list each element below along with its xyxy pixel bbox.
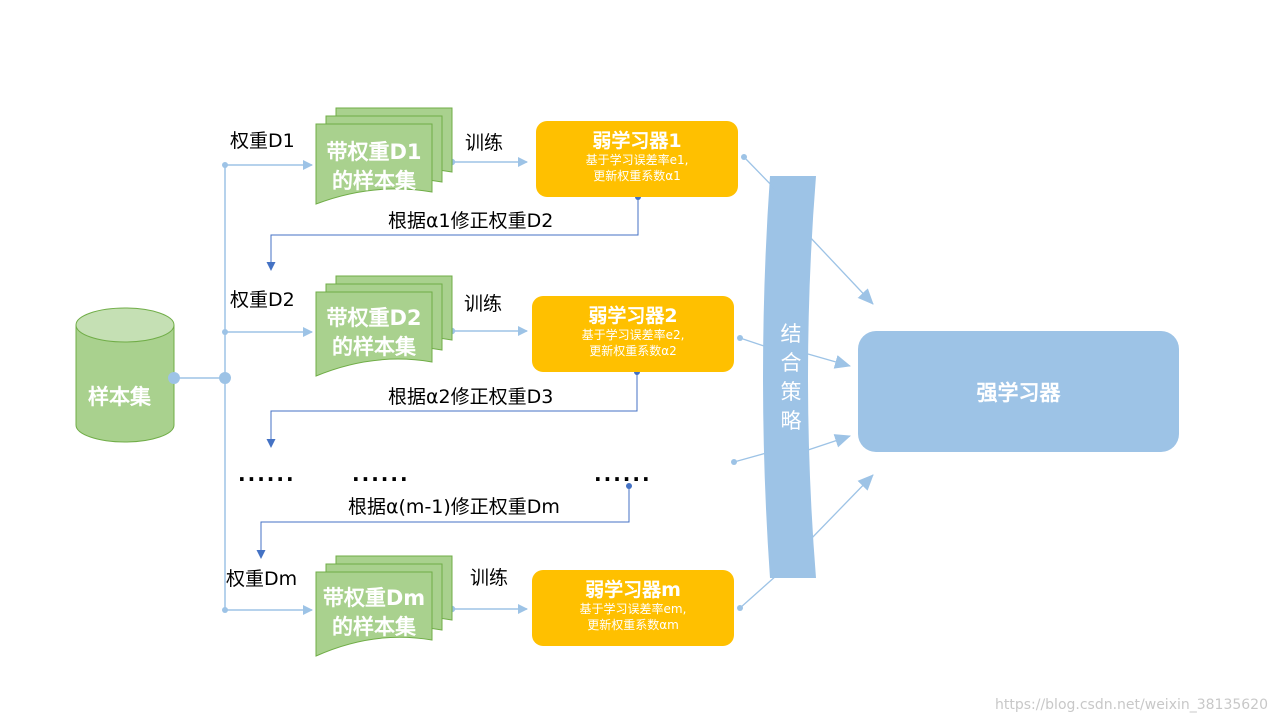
doc-line: 的样本集 bbox=[332, 335, 416, 359]
doc-line: 带权重D1 bbox=[326, 140, 422, 164]
update-label-m: 根据α(m-1)修正权重Dm bbox=[348, 496, 560, 518]
ellipsis-2: ...... bbox=[352, 462, 410, 486]
ellipsis-3: ...... bbox=[594, 462, 652, 486]
weak-learner-2: 弱学习器2 基于学习误差率e2, 更新权重系数α2 bbox=[532, 296, 734, 372]
combine-strategy-label: 结 合 策 略 bbox=[776, 320, 806, 436]
combine-char: 结 bbox=[780, 322, 802, 346]
distribution-lines bbox=[174, 160, 313, 615]
train-label-2: 训练 bbox=[464, 293, 503, 315]
weighted-sample-doc-2 bbox=[315, 275, 453, 377]
weak-learner-desc-line1: 基于学习误差率em, bbox=[579, 602, 687, 616]
weak-learner-desc-line1: 基于学习误差率e2, bbox=[581, 328, 685, 342]
weak-to-combine-lines bbox=[733, 156, 778, 609]
combine-char: 策 bbox=[780, 380, 802, 404]
watermark: https://blog.csdn.net/weixin_38135620 bbox=[994, 697, 1268, 713]
weighted-sample-label-2: 带权重D2 的样本集 bbox=[318, 304, 430, 362]
combine-char: 略 bbox=[780, 409, 802, 433]
doc-line: 带权重Dm bbox=[322, 586, 426, 610]
weight-label-dm: 权重Dm bbox=[226, 568, 298, 590]
update-label-2: 根据α2修正权重D3 bbox=[388, 386, 554, 408]
doc-line: 的样本集 bbox=[332, 615, 416, 639]
combine-to-strong-arrows bbox=[807, 234, 874, 543]
weak-learner-title: 弱学习器1 bbox=[592, 130, 682, 152]
combine-char: 合 bbox=[780, 351, 802, 375]
weak-learner-1: 弱学习器1 基于学习误差率e1, 更新权重系数α1 bbox=[536, 121, 738, 197]
weight-label-d2: 权重D2 bbox=[230, 289, 295, 311]
weak-learner-desc-line2: 更新权重系数α1 bbox=[593, 169, 681, 183]
combine-strategy-band bbox=[763, 176, 816, 578]
doc-line: 带权重D2 bbox=[326, 306, 422, 330]
weighted-sample-label-1: 带权重D1 的样本集 bbox=[318, 138, 430, 196]
feedback-lines bbox=[256, 197, 639, 559]
train-label-m: 训练 bbox=[470, 567, 509, 589]
sample-set-cylinder bbox=[75, 307, 175, 443]
weak-learner-desc-line2: 更新权重系数αm bbox=[587, 618, 679, 632]
weak-learner-desc-line2: 更新权重系数α2 bbox=[589, 344, 677, 358]
weak-learner-title: 弱学习器2 bbox=[588, 305, 678, 327]
train-label-1: 训练 bbox=[465, 132, 504, 154]
weak-learner-m: 弱学习器m 基于学习误差率em, 更新权重系数αm bbox=[532, 570, 734, 646]
weak-learner-desc-line1: 基于学习误差率e1, bbox=[585, 153, 689, 167]
junction-dots bbox=[168, 162, 231, 613]
weight-label-d1: 权重D1 bbox=[230, 130, 295, 152]
sample-set-label: 样本集 bbox=[88, 385, 151, 409]
ellipsis-1: ...... bbox=[238, 462, 296, 486]
weighted-sample-label-m: 带权重Dm 的样本集 bbox=[318, 584, 430, 642]
strong-learner: 强学习器 bbox=[858, 331, 1179, 452]
weighted-sample-doc-1 bbox=[315, 107, 453, 205]
strong-learner-label: 强学习器 bbox=[976, 380, 1061, 405]
update-label-1: 根据α1修正权重D2 bbox=[388, 210, 554, 232]
doc-line: 的样本集 bbox=[332, 169, 416, 193]
weak-endpoint-dots bbox=[731, 154, 747, 611]
weighted-sample-doc-m bbox=[315, 555, 453, 657]
weak-learner-title: 弱学习器m bbox=[585, 579, 681, 601]
